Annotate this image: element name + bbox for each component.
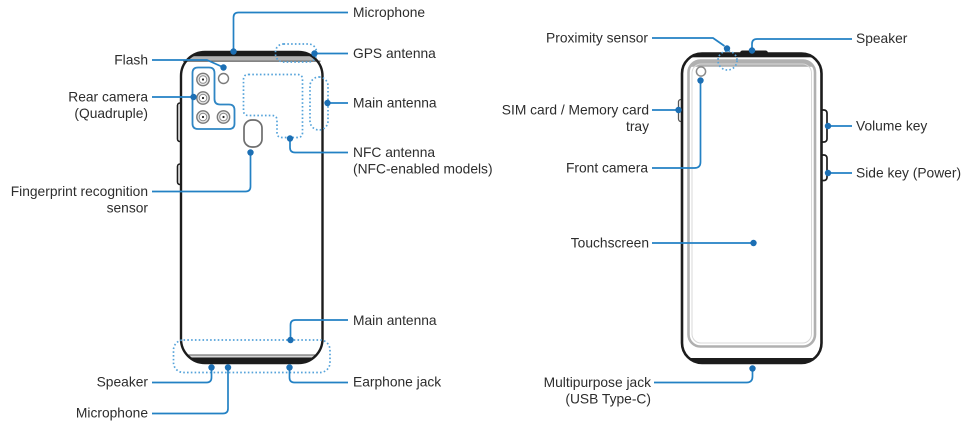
label-multipurpose-jack-line2: (USB Type-C) (565, 392, 651, 407)
leader-dot-touchscreen (750, 239, 757, 247)
lens-dot (201, 78, 205, 81)
leader-dot-proximity-sensor (723, 45, 731, 52)
leader-dot-fingerprint (247, 149, 254, 156)
front-bottom-edge-thick (682, 358, 822, 363)
leader-dot-sim-tray (675, 106, 682, 114)
label-sim-tray-line2: tray (626, 119, 649, 134)
label-microphone-top: Microphone (353, 5, 425, 20)
camera-lens-1 (196, 72, 210, 87)
back-top-edge-thick (181, 52, 323, 57)
rear-camera-lenses (196, 72, 231, 124)
leader-dot-front-camera (697, 77, 704, 84)
label-nfc-antenna-line1: NFC antenna (353, 145, 435, 160)
touchscreen-area (688, 60, 815, 347)
leader-dot-main-antenna-bottom (287, 336, 294, 344)
label-volume-key: Volume key (856, 119, 927, 134)
label-speaker-top: Speaker (856, 31, 908, 46)
back-view: Microphone GPS antenna Flash Rear camera… (11, 5, 493, 421)
label-speaker-bottom: Speaker (97, 375, 149, 390)
leader-dot-flash (220, 64, 227, 71)
leader-speaker-top (751, 38, 852, 49)
leader-dot-main-antenna-right (324, 99, 331, 107)
leader-microphone-top (232, 11, 348, 50)
leader-multipurpose-jack (654, 371, 754, 384)
leader-proximity-sensor (652, 37, 725, 47)
label-sim-tray-line1: SIM card / Memory card (502, 103, 649, 118)
label-fingerprint-line1: Fingerprint recognition (11, 184, 148, 199)
screen-inner-line (691, 63, 812, 344)
leader-dot-nfc-antenna (286, 135, 294, 142)
label-side-key: Side key (Power) (856, 166, 961, 181)
lens-dot (222, 115, 225, 119)
label-rear-camera-line1: Rear camera (68, 90, 148, 105)
lens-dot (201, 96, 205, 100)
label-fingerprint-line2: sensor (107, 201, 149, 216)
screen-border (687, 59, 817, 348)
leader-dot-earphone-jack (286, 364, 293, 371)
speaker-slot (740, 50, 768, 56)
label-touchscreen: Touchscreen (571, 236, 649, 251)
back-bottom-edge-thick (181, 357, 323, 363)
back-phone-edge-bands (181, 52, 323, 363)
lens-dot (201, 115, 205, 119)
label-front-camera: Front camera (566, 161, 648, 176)
back-top-band (181, 52, 323, 62)
back-bottom-band (181, 355, 323, 358)
leader-microphone-bottom (152, 369, 229, 415)
leader-dot-rear-camera (190, 93, 197, 101)
main-antenna-region-bottom (172, 339, 331, 374)
label-earphone-jack: Earphone jack (353, 375, 441, 390)
front-camera-circle (695, 66, 707, 77)
leader-dot-multipurpose-jack (749, 365, 756, 372)
leader-front-camera (652, 83, 702, 169)
leader-fingerprint (152, 155, 252, 193)
label-main-antenna-right: Main antenna (353, 96, 437, 111)
leader-dot-speaker-top (748, 47, 756, 54)
proximity-sensor-region (717, 50, 738, 71)
nfc-antenna-region (242, 73, 304, 139)
label-main-antenna-bottom: Main antenna (353, 313, 437, 328)
back-phone-outline (179, 50, 324, 365)
camera-lens-4 (216, 110, 231, 124)
label-microphone-bottom: Microphone (76, 406, 148, 421)
leader-flash (152, 59, 222, 68)
leader-nfc-antenna (289, 141, 348, 154)
camera-lens-3 (196, 110, 210, 124)
leader-main-antenna-bottom (289, 319, 348, 338)
flash-circle (217, 72, 230, 85)
label-flash: Flash (114, 53, 148, 68)
front-view: Proximity sensor Speaker SIM card / Memo… (502, 31, 961, 407)
leader-dot-volume-key (824, 122, 832, 130)
label-rear-camera-line2: (Quadruple) (74, 106, 148, 121)
leader-speaker-bottom (152, 369, 213, 384)
label-multipurpose-jack-line1: Multipurpose jack (544, 375, 651, 390)
leader-dot-microphone-top (230, 48, 237, 55)
leader-dot-speaker-bottom (208, 364, 215, 371)
camera-lens-2 (196, 91, 210, 105)
label-nfc-antenna-line2: (NFC-enabled models) (353, 162, 493, 177)
label-gps-antenna: GPS antenna (353, 46, 436, 61)
leader-earphone-jack (288, 369, 348, 384)
leader-dot-microphone-bottom (224, 364, 232, 371)
label-proximity-sensor: Proximity sensor (546, 31, 648, 46)
leader-dot-side-key (824, 169, 832, 177)
leader-dot-gps-antenna (311, 50, 318, 57)
fingerprint-sensor (243, 119, 263, 148)
